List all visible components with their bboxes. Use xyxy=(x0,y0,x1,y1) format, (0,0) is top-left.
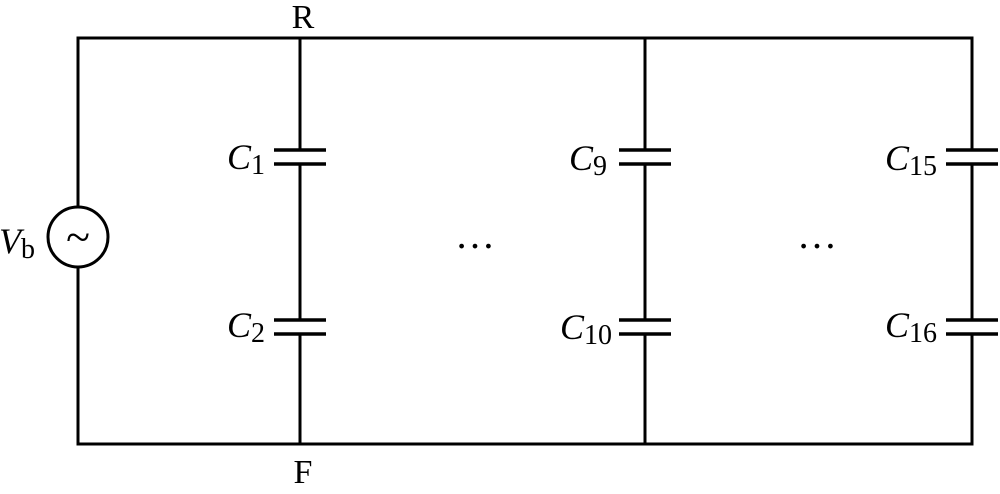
capacitor-label-c2: C2 xyxy=(227,305,265,349)
ellipsis-right: … xyxy=(797,212,837,257)
ellipsis-left: … xyxy=(455,212,495,257)
capacitor-label-c9: C9 xyxy=(569,138,607,182)
ac-source-glyph: ~ xyxy=(66,213,90,262)
source-label: Vb xyxy=(0,221,35,265)
source-label-symbol: V xyxy=(0,221,25,261)
capacitor-label-c16: C16 xyxy=(885,305,937,349)
capacitor-label-c15: C15 xyxy=(885,138,937,182)
capacitor-label-c10: C10 xyxy=(560,307,612,351)
node-label-f: F xyxy=(294,454,313,491)
capacitor-label-c1: C1 xyxy=(227,137,265,181)
source-label-subscript: b xyxy=(21,234,35,265)
node-label-r: R xyxy=(292,0,315,36)
ac-source-icon xyxy=(46,205,110,269)
